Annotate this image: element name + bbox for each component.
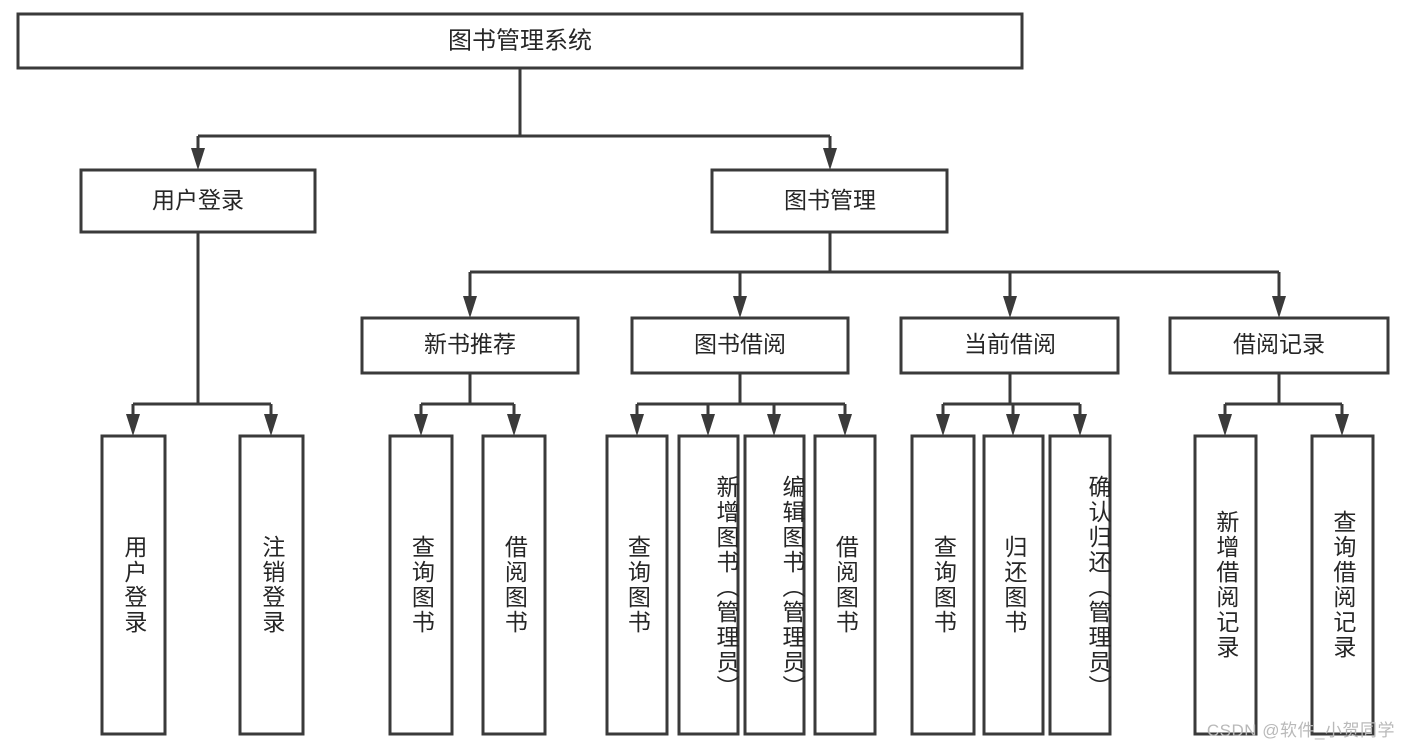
leaf-boxes [100, 434, 1375, 736]
node-new-book-recommend-box[interactable] [360, 316, 580, 375]
connector-user-login-to-leaves [126, 232, 278, 436]
arrow-head-bb-borrow [838, 414, 852, 436]
node-book-management-box[interactable] [710, 168, 949, 234]
leaf-box-bb-add-book[interactable] [677, 434, 740, 736]
arrow-head-borrow-record [1272, 296, 1286, 318]
arrow-head-new-book [463, 296, 477, 318]
connector-new-book-to-leaves [414, 373, 521, 436]
arrow-head-bb-edit [767, 414, 781, 436]
arrow-head-book-mgmt [823, 148, 837, 170]
arrow-head-book-borrow [733, 296, 747, 318]
leaf-box-nb-query-book[interactable] [388, 434, 454, 736]
node-borrow-record-label: 借阅记录 [1233, 331, 1325, 357]
arrow-head-br-add [1218, 414, 1232, 436]
arrow-head-bb-query [630, 414, 644, 436]
node-current-borrow-label: 当前借阅 [964, 331, 1056, 357]
leaf-box-bb-borrow-book[interactable] [813, 434, 877, 736]
node-user-login-box[interactable] [79, 168, 317, 234]
node-book-management[interactable]: 图书管理 [710, 168, 949, 234]
node-new-book-recommend[interactable]: 新书推荐 [360, 316, 580, 375]
connector-borrow-record-to-leaves [1218, 373, 1349, 436]
leaf-box-br-query-record[interactable] [1310, 434, 1375, 736]
leaf-box-logout[interactable] [238, 434, 305, 736]
connector-book-mgmt-to-level3 [463, 232, 1286, 318]
arrow-head-nb-query [414, 414, 428, 436]
node-current-borrow-box[interactable] [899, 316, 1120, 375]
connector-current-borrow-to-leaves [936, 373, 1087, 436]
leaf-box-br-add-record[interactable] [1193, 434, 1258, 736]
arrow-head-cb-confirm [1073, 414, 1087, 436]
node-root-box[interactable] [16, 12, 1024, 70]
arrow-head-cb-query [936, 414, 950, 436]
leaf-box-user-login[interactable] [100, 434, 167, 736]
arrow-head-bb-add [701, 414, 715, 436]
arrow-head-user-login [191, 148, 205, 170]
node-book-management-label: 图书管理 [784, 187, 876, 213]
leaf-box-nb-borrow-book[interactable] [481, 434, 547, 736]
node-borrow-record-box[interactable] [1168, 316, 1390, 375]
node-user-login[interactable]: 用户登录 [79, 168, 317, 234]
leaf-box-bb-query-book[interactable] [605, 434, 669, 736]
arrow-head-current-borrow [1003, 296, 1017, 318]
node-borrow-record[interactable]: 借阅记录 [1168, 316, 1390, 375]
node-book-borrow-label: 图书借阅 [694, 331, 786, 357]
node-user-login-label: 用户登录 [152, 187, 244, 213]
arrow-head-br-query [1335, 414, 1349, 436]
arrow-head-cb-return [1006, 414, 1020, 436]
node-new-book-recommend-label: 新书推荐 [424, 331, 516, 357]
leaf-box-cb-confirm-return[interactable] [1048, 434, 1112, 736]
leaf-box-cb-query-book[interactable] [910, 434, 976, 736]
csdn-watermark: CSDN @软件_小贺同学 [1206, 721, 1395, 740]
leaf-box-cb-return-book[interactable] [982, 434, 1045, 736]
node-current-borrow[interactable]: 当前借阅 [899, 316, 1120, 375]
connector-root-to-level2 [191, 68, 837, 170]
connector-book-borrow-to-leaves [630, 373, 852, 436]
arrow-head-leaf-logout [264, 414, 278, 436]
arrow-head-nb-borrow [507, 414, 521, 436]
leaf-box-bb-edit-book[interactable] [743, 434, 806, 736]
arrow-head-leaf-user-login [126, 414, 140, 436]
node-root[interactable]: 图书管理系统 [16, 12, 1024, 70]
node-book-borrow-box[interactable] [630, 316, 850, 375]
node-root-label: 图书管理系统 [448, 27, 592, 54]
node-book-borrow[interactable]: 图书借阅 [630, 316, 850, 375]
